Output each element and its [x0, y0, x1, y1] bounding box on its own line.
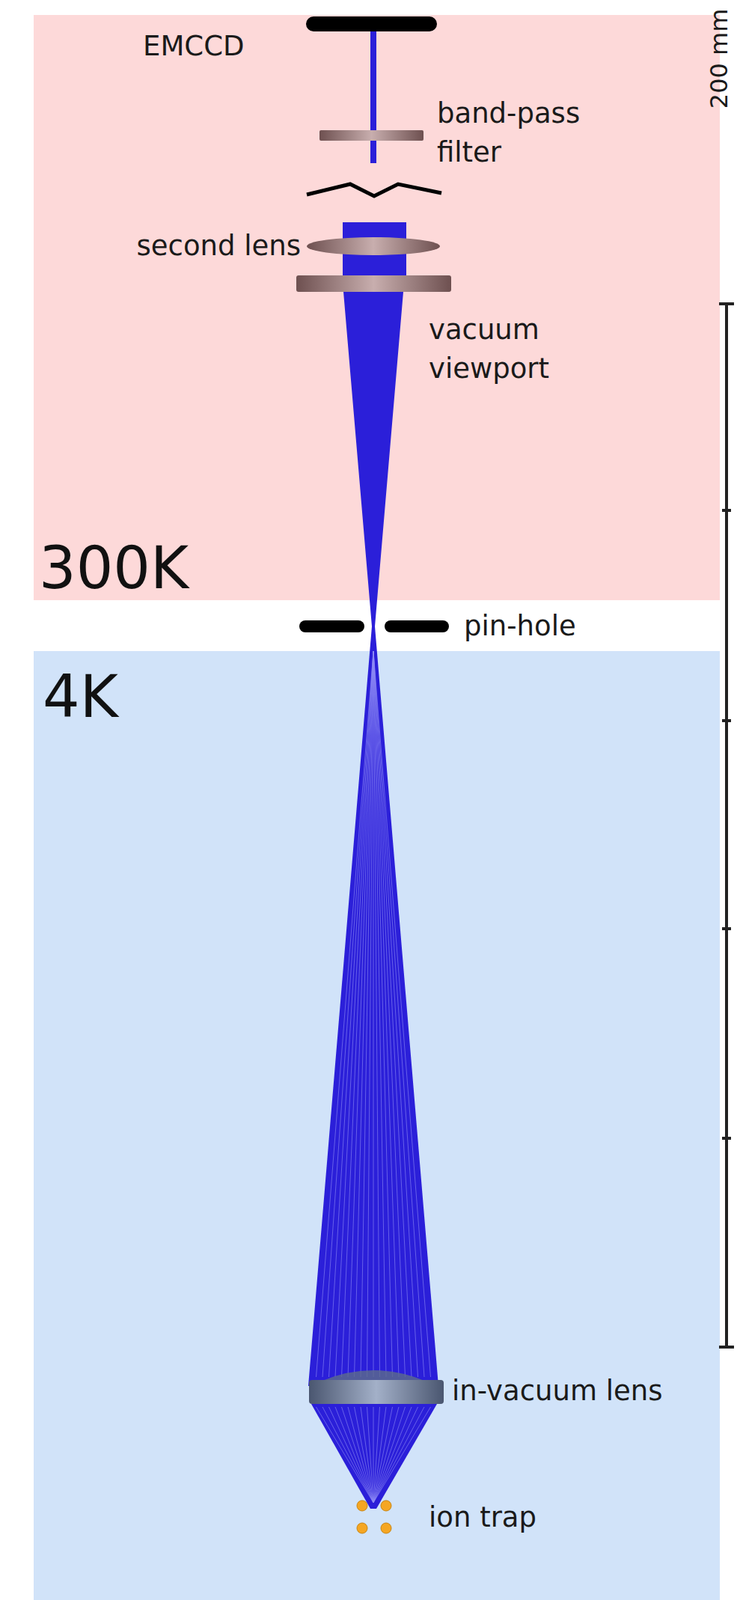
band-pass-filter	[319, 130, 424, 141]
ray-fan	[316, 650, 431, 1503]
ray-line	[347, 650, 374, 1377]
ray-line	[341, 650, 375, 1377]
part-label: pin-hole	[463, 606, 577, 646]
ray-line	[347, 1406, 374, 1503]
part-label: second lens	[136, 226, 302, 266]
vacuum-viewport	[296, 275, 452, 292]
ray-line	[373, 650, 375, 1377]
ion-trap-electrodes	[356, 1500, 392, 1534]
part-label: vacuum viewport	[428, 310, 624, 389]
ray-line	[373, 1406, 431, 1503]
ray-line	[316, 1406, 375, 1503]
ray-line	[373, 1406, 399, 1503]
ray-line	[373, 650, 431, 1377]
temperature-label: 4K	[42, 667, 119, 726]
ray-line	[373, 1406, 406, 1503]
temperature-label: 300K	[38, 538, 189, 598]
ray-line	[373, 1406, 425, 1503]
emccd-sensor	[306, 16, 437, 32]
ray-line	[322, 650, 374, 1377]
ray-line	[373, 1406, 412, 1503]
ray-line	[373, 650, 419, 1377]
ray-line	[354, 650, 375, 1377]
ray-line	[354, 1406, 375, 1503]
dimension-label: 200 mm	[703, 8, 738, 109]
pin-hole-plate	[299, 620, 365, 633]
part-label: EMCCD	[142, 26, 244, 66]
ray-line	[341, 1406, 375, 1503]
part-label: in-vacuum lens	[451, 1371, 663, 1411]
ray-line	[373, 1406, 375, 1503]
part-label: ion trap	[428, 1497, 537, 1537]
second-lens	[306, 237, 440, 256]
ray-line	[335, 650, 374, 1377]
in-vacuum-lens	[309, 1370, 444, 1404]
ray-line	[329, 650, 375, 1377]
ray-line	[322, 1406, 374, 1503]
ray-line	[367, 1406, 375, 1503]
pin-hole-plate	[384, 620, 449, 633]
scale-bar	[719, 303, 735, 1347]
ray-line	[316, 650, 375, 1377]
ray-line	[335, 1406, 374, 1503]
ray-line	[360, 1406, 374, 1503]
ray-line	[367, 650, 375, 1377]
ray-line	[373, 650, 425, 1377]
part-label: band-pass filter	[436, 94, 625, 173]
ray-line	[373, 650, 399, 1377]
break-mark	[306, 184, 442, 197]
ray-line	[373, 650, 406, 1377]
ray-line	[373, 1406, 419, 1503]
ray-line	[329, 1406, 375, 1503]
ray-line	[373, 650, 412, 1377]
ray-line	[360, 650, 374, 1377]
